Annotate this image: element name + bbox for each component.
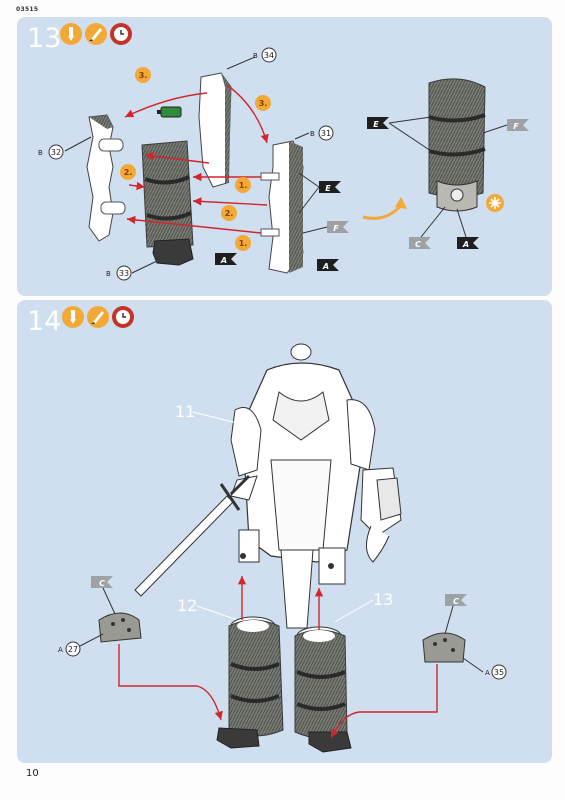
callout-12: 12 (177, 596, 197, 615)
svg-text:33: 33 (119, 269, 129, 278)
flag-a: A (456, 208, 479, 249)
clock-icon (112, 306, 134, 328)
step-14-panel: 14 (17, 300, 552, 763)
flag-e: E (367, 116, 432, 152)
callout-b31: B 31 (294, 125, 334, 141)
svg-text:A: A (462, 240, 469, 249)
order-badge-1: 1. (235, 177, 251, 193)
svg-text:C: C (415, 240, 421, 249)
glue-icon (60, 23, 82, 45)
flag-f: F (302, 221, 349, 234)
svg-text:31: 31 (321, 129, 331, 138)
assembled-leg (428, 78, 486, 212)
glue-tube-icon (157, 106, 182, 118)
flag-c: C (444, 594, 467, 635)
step-14-number: 14 (27, 306, 62, 337)
order-badge-3: 3. (135, 67, 151, 83)
paint-icon (85, 23, 107, 45)
svg-text:B: B (310, 130, 315, 138)
callout-a27: A 27 (58, 633, 104, 657)
flag-f: F (482, 119, 529, 134)
callout-11: 11 (175, 402, 195, 421)
page-code: 03515 (16, 6, 39, 13)
part-b31 (260, 140, 304, 274)
svg-text:E: E (373, 120, 379, 129)
part-a27 (98, 612, 142, 643)
svg-text:F: F (333, 224, 339, 233)
svg-text:A: A (58, 646, 63, 654)
leg-right (294, 626, 352, 753)
svg-text:27: 27 (68, 645, 78, 654)
svg-text:B: B (253, 52, 258, 60)
step-13-number: 13 (27, 23, 62, 54)
callout-11-line (192, 411, 250, 427)
callout-a35: A 35 (462, 657, 507, 680)
flag-c: C (91, 576, 116, 615)
svg-text:3.: 3. (139, 71, 148, 80)
glue-icon (62, 306, 84, 328)
page-number: 10 (26, 768, 39, 779)
sun-glue-icon (486, 194, 504, 212)
flag-e: E (298, 172, 341, 214)
svg-text:C: C (99, 579, 105, 588)
part-leg-center (141, 140, 194, 266)
step-13-panel: 13 (17, 17, 552, 296)
svg-text:A: A (220, 256, 227, 265)
svg-text:B: B (106, 270, 111, 278)
flag-a: A (317, 259, 339, 271)
assembly-arrows (118, 576, 438, 739)
svg-text:1.: 1. (239, 181, 248, 190)
svg-text:1.: 1. (239, 239, 248, 248)
svg-text:34: 34 (264, 51, 274, 60)
assembly-arrows (124, 84, 407, 234)
order-badge-2: 2. (221, 205, 237, 221)
part-b34 (198, 72, 232, 188)
flag-a: A (215, 253, 237, 265)
paint-icon (87, 306, 109, 328)
callout-b32: B 32 (38, 136, 92, 160)
order-badge-1: 1. (235, 235, 251, 251)
svg-text:32: 32 (51, 148, 61, 157)
order-badge-3: 3. (255, 95, 271, 111)
part-b32-armor-half (86, 114, 126, 242)
callout-b34: B 34 (226, 47, 277, 70)
body-torso (230, 343, 402, 629)
sword (134, 474, 251, 597)
svg-text:35: 35 (494, 668, 504, 677)
callout-12-line (196, 605, 244, 623)
svg-text:3.: 3. (259, 99, 268, 108)
svg-text:2.: 2. (124, 168, 133, 177)
part-a35 (422, 632, 466, 663)
svg-text:B: B (38, 149, 43, 157)
svg-text:E: E (325, 184, 331, 193)
callout-b33: B 33 (106, 260, 158, 281)
flag-c: C (409, 206, 446, 249)
svg-text:F: F (513, 122, 519, 131)
step-14-icons (62, 306, 134, 328)
callout-13: 13 (373, 590, 393, 609)
svg-text:2.: 2. (225, 209, 234, 218)
svg-text:A: A (485, 669, 490, 677)
order-badge-2: 2. (120, 164, 136, 180)
svg-text:C: C (453, 597, 459, 606)
step-13-icons (60, 23, 132, 45)
leg-left (216, 616, 284, 749)
clock-icon (110, 23, 132, 45)
svg-text:A: A (322, 262, 329, 271)
callout-13-line (334, 599, 374, 623)
